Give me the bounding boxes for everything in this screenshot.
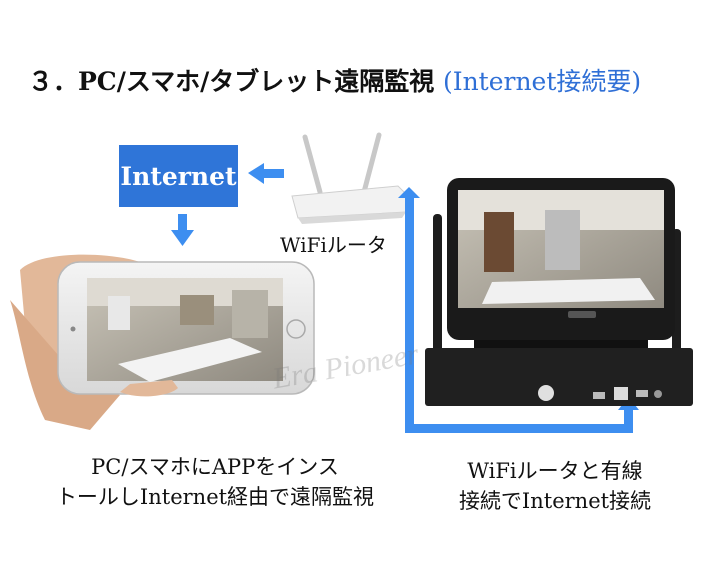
title-main: ３．PC/スマホ/タブレット遠隔監視	[28, 67, 435, 96]
caption-nvr-line-2: 接続でInternet接続	[458, 489, 652, 513]
wifi-router-icon	[291, 132, 413, 224]
smartphone-icon	[10, 254, 315, 430]
caption-phone-line-2: トールしInternet経由で遠隔監視	[55, 485, 375, 509]
title-accent: (Internet接続要)	[442, 67, 642, 96]
caption-nvr-line-1: WiFiルータと有線	[467, 459, 643, 483]
wifi-router-label: WiFiルータ	[280, 233, 387, 257]
caption-nvr: WiFiルータと有線 接続でInternet接続	[425, 456, 685, 516]
caption-phone: PC/スマホにAPPをインス トールしInternet経由で遠隔監視	[40, 452, 390, 512]
arrow-internet-to-phone	[171, 214, 194, 246]
page-title: ３．PC/スマホ/タブレット遠隔監視 (Internet接続要)	[28, 62, 708, 98]
caption-phone-line-1: PC/スマホにAPPをインス	[91, 455, 339, 479]
internet-box: Internet	[119, 145, 238, 207]
nvr-monitor-icon	[425, 178, 693, 406]
arrow-router-to-internet	[248, 163, 284, 184]
